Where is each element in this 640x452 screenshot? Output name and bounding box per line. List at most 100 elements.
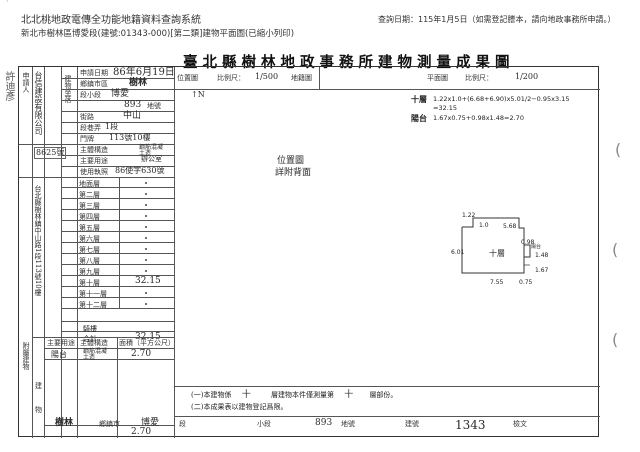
floor-row: 第九層 — [61, 265, 174, 276]
applicant-label: 申請人 — [22, 72, 30, 93]
empty-dot — [145, 259, 147, 261]
empty-dot — [145, 270, 147, 272]
floor-row: 第五層 — [61, 221, 174, 232]
row-line — [174, 416, 600, 417]
floor-label: 第五層 — [79, 224, 100, 232]
col-line — [119, 177, 120, 188]
location-map-title: 位置圖 — [277, 156, 305, 166]
floor-label: 地面層 — [79, 180, 100, 188]
floor-row: 地面層 — [61, 177, 174, 188]
township-label: 鄉鎮市區 — [80, 80, 108, 88]
floor-row: 第十二層 — [61, 298, 174, 309]
row-line — [19, 177, 174, 178]
col-line — [117, 337, 118, 438]
door-value: 113號10樓 — [109, 133, 151, 142]
floor-label: 第三層 — [79, 202, 100, 210]
note1-part-d: 十 — [344, 390, 354, 400]
balcony-row: 騎樓 — [61, 321, 174, 333]
footer-checker-label: 檢文 — [513, 420, 527, 428]
calc-floor-result: =32.15 — [433, 104, 458, 112]
location-label-top: 位置圖 — [177, 74, 198, 82]
col-line — [119, 232, 120, 243]
dim-0-98: 0.98 — [521, 239, 535, 246]
empty-dot — [145, 215, 147, 217]
company-handwriting: 台信建設有限公司 — [34, 71, 43, 135]
measurement-sheet: 許迪彥 申請人 台信建設有限公司 建物坐落 申請日期 86年6月19日 鄉鎮市區… — [3, 66, 600, 438]
dim-7-55: 7.55 — [490, 279, 504, 286]
col-line — [119, 199, 120, 210]
dim-1-48: 1.48 — [535, 252, 549, 259]
empty-dot — [145, 237, 147, 239]
plan-floor-label: 十層 — [489, 249, 505, 258]
accessory-structure-label: 主體構造 — [80, 339, 108, 347]
accessory-area-value: 2.70 — [131, 349, 152, 359]
receipt-stamp: 8625號 — [34, 147, 67, 159]
row-line — [61, 100, 174, 101]
col-line — [119, 221, 120, 232]
empty-dot — [145, 292, 147, 294]
scan-artifact: ( — [615, 140, 622, 159]
empty-dot — [145, 204, 147, 206]
calc-floor-label: 十層 — [411, 94, 427, 104]
township-value: 樹林 — [129, 78, 148, 88]
floor-row: 第三層 — [61, 199, 174, 210]
application-date-value: 86年6月19日 — [113, 67, 175, 78]
dim-1-22: 1.22 — [462, 212, 476, 219]
main-use-value: 辦公室 — [141, 155, 162, 163]
scale-value-1: 1/500 — [255, 72, 279, 81]
calc-floor-formula: 1.22x1.0+(6.68+6.90)x5.01/2−0.95x3.15 — [433, 95, 570, 103]
object-char: 物 — [35, 406, 42, 414]
col-line — [32, 67, 33, 438]
col-line — [119, 265, 120, 276]
query-date: 查詢日期：115年1月5日（如需登記謄本，請向地政事務所申請。） — [378, 15, 616, 24]
floor-plan-outline — [461, 217, 525, 274]
plan-label: 平面圖 — [427, 74, 448, 82]
accessory-use-value: 陽台 — [51, 350, 67, 359]
row-line — [32, 337, 174, 338]
row-line — [61, 155, 174, 156]
floor-label: 第十二層 — [79, 301, 107, 309]
col-line — [44, 67, 45, 337]
empty-dot — [145, 248, 147, 250]
accessory-structure-value: 鋼筋混凝土造 — [83, 348, 108, 361]
accessory-use-label: 主要用途 — [47, 339, 75, 347]
floor-label: 第九層 — [79, 268, 100, 276]
door-label: 門牌 — [80, 135, 94, 143]
margin-handwriting-1: 許迪彥 — [3, 71, 14, 101]
col-line — [119, 287, 120, 298]
col-line — [77, 67, 78, 337]
total-label: 合計 — [83, 335, 97, 343]
row-line — [44, 359, 174, 360]
note1-part-c: 層建物本件僅測量第 — [270, 391, 334, 399]
row-line — [44, 425, 174, 426]
row-line — [44, 348, 174, 349]
col-line — [119, 276, 120, 287]
footer-township-value: 樹林 — [55, 418, 74, 428]
col-line — [61, 67, 62, 438]
footer-building-no-value: 1343 — [455, 418, 486, 432]
ground-label: 地籍圖 — [291, 74, 312, 82]
use-license-label: 使用執照 — [80, 168, 108, 176]
col-line — [77, 337, 78, 438]
col-line — [44, 337, 45, 438]
section-lane-value: 1段 — [105, 122, 119, 131]
street-label: 街路 — [80, 113, 94, 121]
main-structure-value: 鋼筋混凝土造 — [139, 144, 164, 157]
dim-5-68: 5.68 — [503, 223, 517, 230]
col-line — [119, 298, 120, 309]
empty-dot — [145, 226, 147, 228]
row-line — [61, 111, 174, 112]
dim-1-0: 1.0 — [479, 222, 489, 229]
accessory-area-label: 面積（平方公尺） — [119, 339, 175, 347]
col-line — [319, 67, 320, 89]
balcony-outline — [523, 244, 531, 258]
note-1: (一)本建物係 十 層建物本件僅測量第 十 層部份。 — [191, 390, 397, 400]
floor-label: 第二層 — [79, 191, 100, 199]
section-value: 博愛 — [111, 89, 130, 99]
floor10-area: 32.15 — [135, 276, 161, 286]
balcony-label: 騎樓 — [83, 325, 97, 333]
floor-label: 第七層 — [79, 246, 100, 254]
row-line — [174, 386, 600, 387]
location-map-note: 詳附背面 — [275, 168, 312, 178]
empty-dot — [145, 182, 147, 184]
